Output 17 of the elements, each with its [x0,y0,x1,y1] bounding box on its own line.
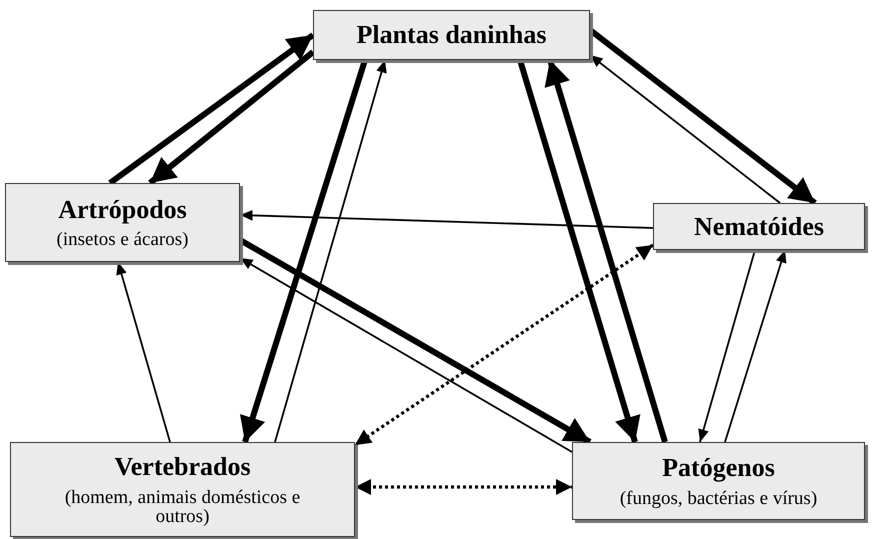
arrow [355,479,572,495]
box-title: Artrópodos [58,194,187,224]
arrow [354,244,654,446]
category-box [5,183,240,262]
category-box [313,10,590,60]
box-title: Nematóides [694,212,824,242]
box-subtitle: (homem, animais domésticos e outros) [64,488,302,528]
box-title: Plantas daninhas [356,20,547,50]
box-title: Patógenos [662,453,775,483]
arrow [148,50,315,186]
category-box [10,442,355,537]
box-subtitle: (insetos e ácaros) [56,230,188,250]
box-title: Vertebrados [114,452,251,482]
box-subtitle: (fungos, bactérias e vírus) [620,488,818,509]
category-box [572,442,865,520]
category-box [653,203,865,250]
arrow [108,32,315,186]
